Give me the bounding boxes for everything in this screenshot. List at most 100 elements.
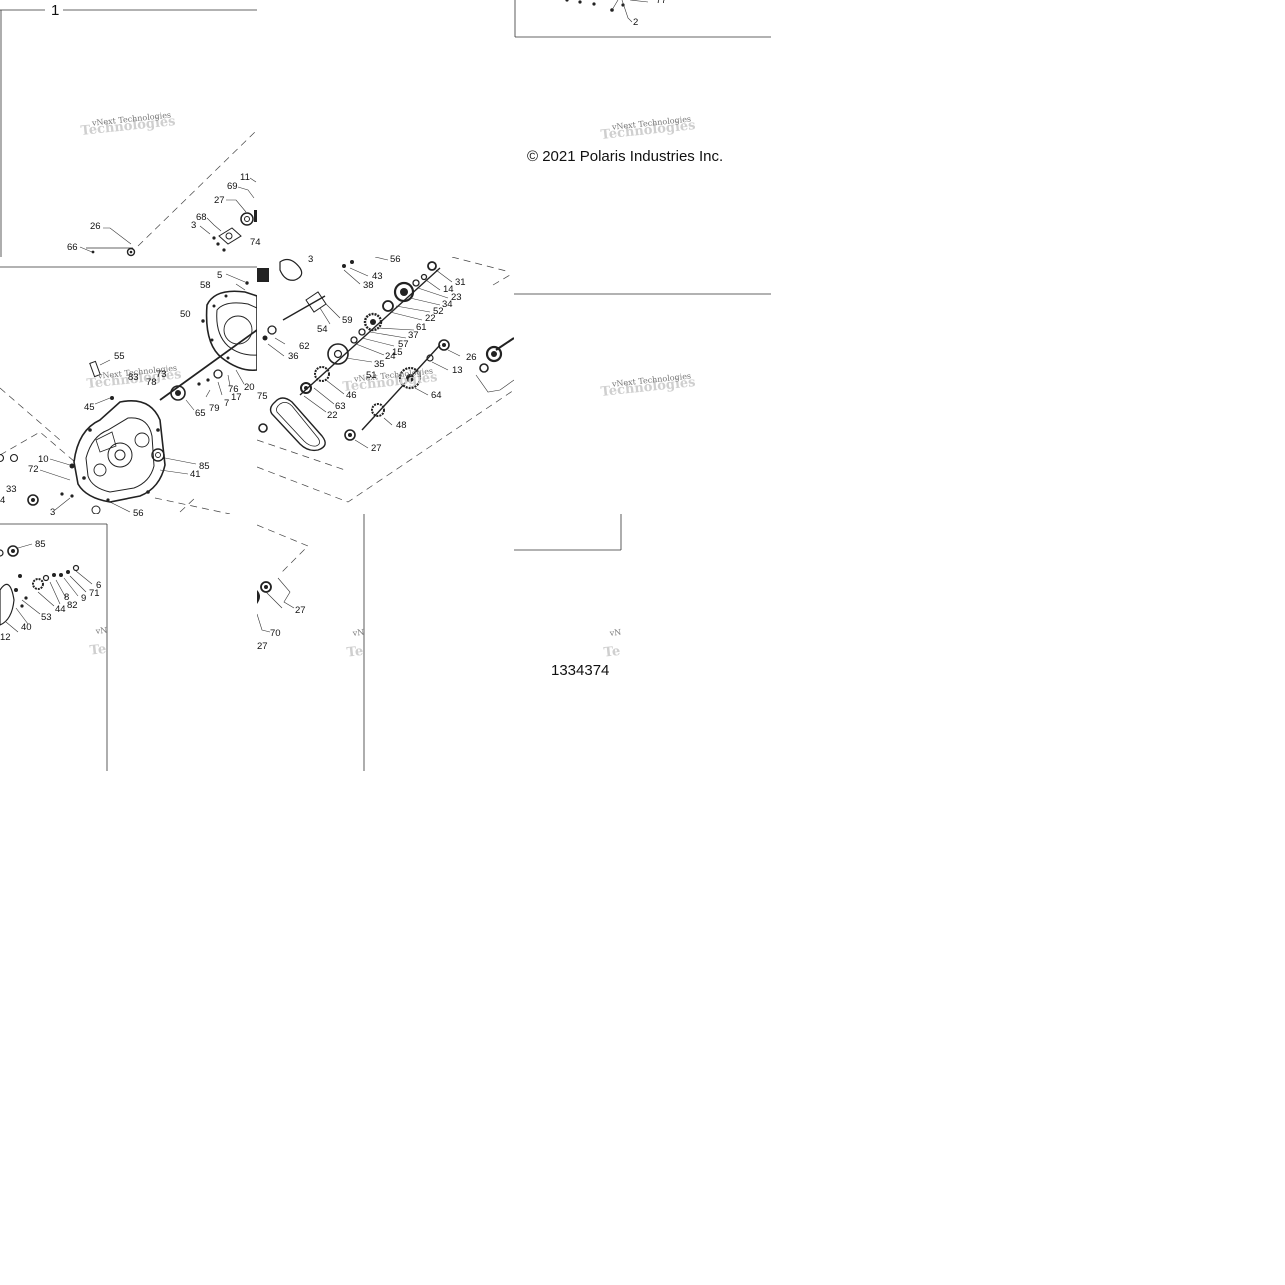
callout-59: 59 <box>342 315 353 326</box>
callout-3b: 3 <box>50 507 55 518</box>
callout-54: 54 <box>317 324 328 335</box>
callout-9: 9 <box>81 593 86 604</box>
callout-33: 33 <box>6 484 17 495</box>
callout-71: 71 <box>89 588 100 599</box>
callout-73: 73 <box>156 369 167 380</box>
callout-37: 37 <box>408 330 419 341</box>
frame-label: 1 <box>51 2 59 19</box>
callout-7: 7 <box>224 398 229 409</box>
callout-50: 50 <box>180 309 191 320</box>
callout-58: 58 <box>200 280 211 291</box>
svg-text:Te: Te <box>603 644 621 661</box>
callout-46: 46 <box>346 390 357 401</box>
callout-17: 17 <box>231 392 242 403</box>
callout-72: 72 <box>28 464 39 475</box>
callout-12: 12 <box>0 632 11 643</box>
callout-41: 41 <box>190 469 201 480</box>
diagram-tile-bottom-left: 85 6 71 8 9 82 44 53 40 12 Te vN <box>0 523 108 771</box>
diagram-tile-top-right: 77 2 <box>514 0 771 38</box>
callout-85b: 85 <box>35 539 46 550</box>
callout-22b: 22 <box>327 410 338 421</box>
callout-64: 64 <box>431 390 442 401</box>
callout-27d: 27 <box>257 641 268 652</box>
svg-text:vN: vN <box>94 626 107 636</box>
callout-76: 76 <box>228 384 239 395</box>
watermark-stamp-partial: Te vN <box>603 628 622 661</box>
diagram-tile-bottom-middle: 27 70 27 Te vN <box>257 514 365 771</box>
callout-23: 23 <box>451 292 462 303</box>
callout-57: 57 <box>398 339 409 350</box>
callout-22: 22 <box>425 313 436 324</box>
callout-85: 85 <box>199 461 210 472</box>
callout-79: 79 <box>209 403 220 414</box>
callout-51: 51 <box>366 370 377 381</box>
callout-40: 40 <box>21 622 32 633</box>
callout-44: 44 <box>55 604 66 615</box>
callout-11: 11 <box>240 172 250 183</box>
callout-38: 38 <box>363 280 374 291</box>
callout-52: 52 <box>433 306 444 317</box>
watermark-stamp: Technologies vNext Technologies <box>600 114 696 142</box>
callout-83: 83 <box>128 372 139 383</box>
callout-8: 8 <box>64 592 69 603</box>
svg-text:vN: vN <box>351 628 364 638</box>
diagram-tile-figure-number: Te vN 1334374 <box>551 628 622 679</box>
diagram-tile-top-left: 1 Technologies vNext Technologies <box>0 2 261 268</box>
callout-55: 55 <box>114 351 125 362</box>
callout-56: 56 <box>133 508 144 519</box>
watermark-stamp-partial: Te vN <box>346 628 365 661</box>
callout-75: 75 <box>257 391 268 402</box>
diagram-tile-case-left: Technologies vNext Technologies 5 58 50 … <box>0 270 257 519</box>
callout-68: 68 <box>196 212 207 223</box>
watermark-stamp: Technologies vNext Technologies <box>600 371 696 399</box>
watermark-stamp: Technologies vNext Technologies <box>80 110 176 138</box>
callout-56b: 56 <box>390 254 401 265</box>
callout-63: 63 <box>335 401 346 412</box>
callout-62: 62 <box>299 341 310 352</box>
callout-70: 70 <box>270 628 281 639</box>
callout-65: 65 <box>195 408 206 419</box>
copyright-notice: © 2021 Polaris Industries Inc. <box>527 148 723 165</box>
svg-text:Te: Te <box>346 644 364 661</box>
callout-43: 43 <box>372 271 383 282</box>
callout-26: 26 <box>90 221 101 232</box>
callout-24: 24 <box>385 351 396 362</box>
callout-36: 36 <box>288 351 299 362</box>
callout-74: 74 <box>250 237 261 248</box>
diagram-tile-mid-right: Technologies vNext Technologies <box>514 293 771 551</box>
svg-text:Te: Te <box>89 642 107 659</box>
callout-26b: 26 <box>466 352 477 363</box>
callout-53: 53 <box>41 612 52 623</box>
watermark-stamp-partial: Te vN <box>89 626 108 659</box>
callout-3: 3 <box>191 220 196 231</box>
callout-15: 15 <box>392 347 403 358</box>
callout-4: 4 <box>0 495 5 506</box>
callout-27b: 27 <box>371 443 382 454</box>
callout-77: 77 <box>656 0 667 6</box>
callout-34: 34 <box>442 299 453 310</box>
callout-6: 6 <box>96 580 101 591</box>
callout-2: 2 <box>633 17 638 28</box>
callout-82: 82 <box>67 600 78 611</box>
callout-78: 78 <box>146 377 157 388</box>
callout-45: 45 <box>84 402 95 413</box>
callout-3c: 3 <box>308 254 313 265</box>
callout-27c: 27 <box>295 605 306 616</box>
callout-27: 27 <box>214 195 225 206</box>
callout-31: 31 <box>455 277 466 288</box>
callout-69: 69 <box>227 181 238 192</box>
callout-20: 20 <box>244 382 255 393</box>
callout-13: 13 <box>452 365 463 376</box>
callout-14: 14 <box>443 284 454 295</box>
svg-text:vN: vN <box>608 628 621 638</box>
callout-5: 5 <box>217 270 222 281</box>
callout-48: 48 <box>396 420 407 431</box>
callout-66: 66 <box>67 242 78 253</box>
diagram-tile-gear-train: Technologies vNext Technologies 3 56 43 … <box>257 254 514 503</box>
callout-10: 10 <box>38 454 49 465</box>
callout-35: 35 <box>374 359 385 370</box>
figure-number: 1334374 <box>551 662 609 679</box>
callout-61: 61 <box>416 322 427 333</box>
diagram-tile-copyright: Technologies vNext Technologies © 2021 P… <box>527 114 723 165</box>
